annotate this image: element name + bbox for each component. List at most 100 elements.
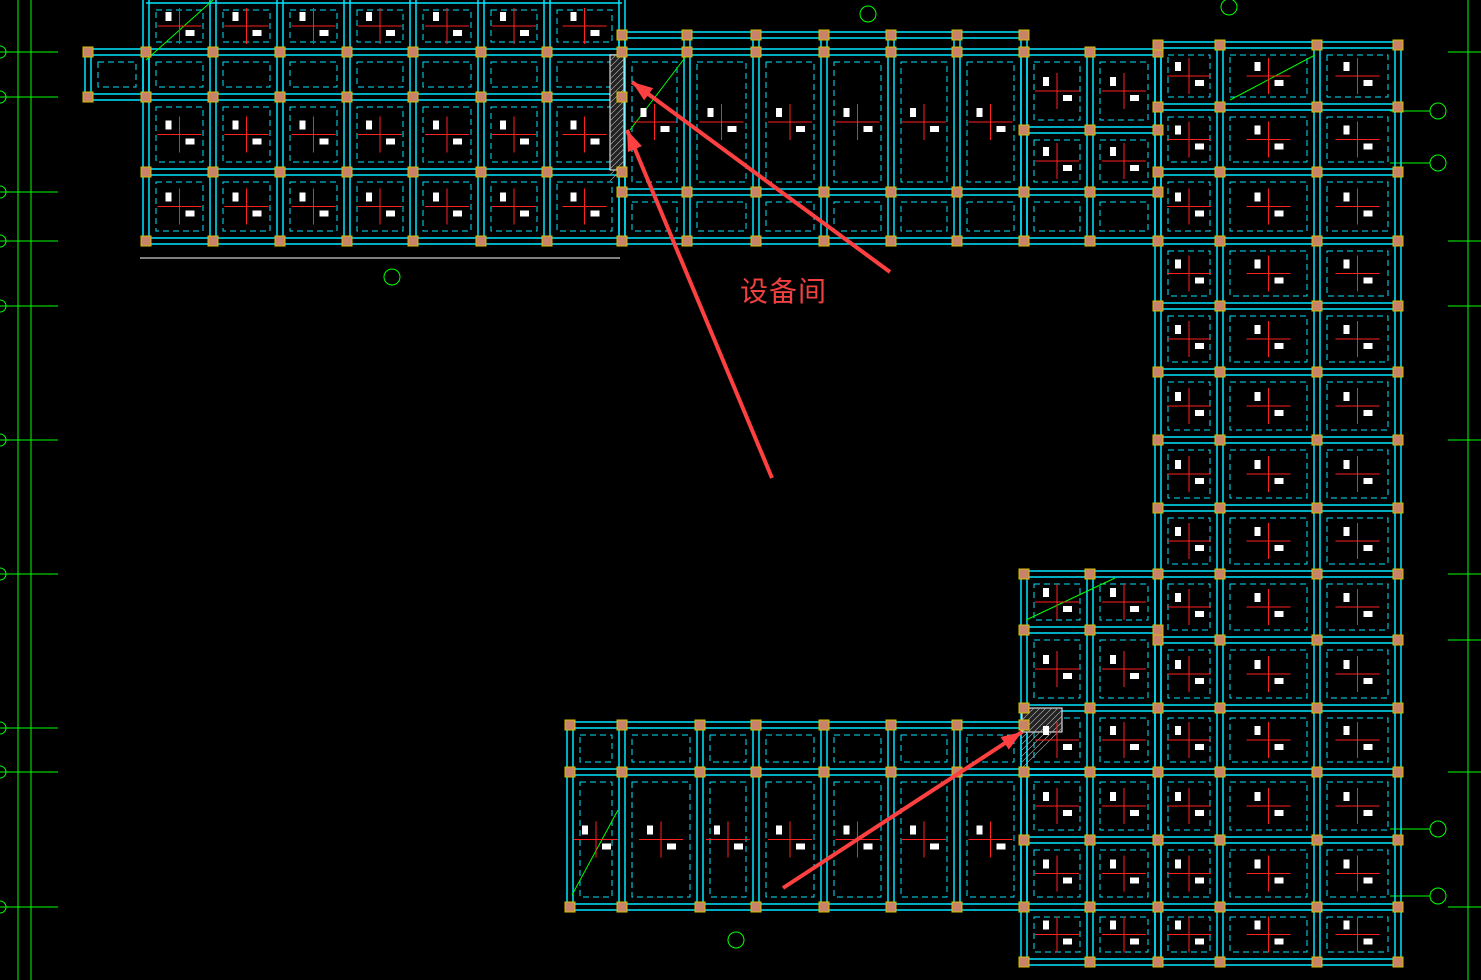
- rebar-text: [843, 825, 850, 835]
- rebar-text: [319, 210, 329, 217]
- column-marker-icon: [1018, 568, 1030, 580]
- secondary-beam: [966, 201, 1015, 232]
- stair-line: [1229, 54, 1316, 101]
- rebar-text: [1343, 259, 1350, 269]
- column-marker-icon: [1392, 502, 1404, 514]
- secondary-beam: [422, 61, 472, 88]
- column-marker-icon: [1392, 568, 1404, 580]
- secondary-beam: [966, 734, 1015, 763]
- secondary-beam: [222, 181, 271, 232]
- column-marker-icon: [1084, 834, 1096, 846]
- axis-bubble-icon: [1220, 0, 1238, 16]
- hatch: [609, 70, 625, 86]
- column-marker-icon: [1152, 124, 1164, 136]
- rebar-text: [1175, 660, 1181, 669]
- column-marker-icon: [1152, 166, 1164, 178]
- column-marker-icon: [341, 46, 353, 58]
- rebar-text: [1343, 460, 1350, 469]
- column-marker-icon: [1152, 956, 1164, 968]
- column-marker-icon: [951, 186, 963, 198]
- rebar-text: [1274, 938, 1284, 945]
- column-marker-icon: [1214, 101, 1226, 113]
- column-marker-icon: [1311, 834, 1323, 846]
- column-marker-icon: [1392, 766, 1404, 778]
- column-marker-icon: [274, 91, 286, 103]
- rebar-text: [366, 192, 372, 202]
- rebar-text: [1343, 192, 1350, 202]
- annotation-arrows: [625, 80, 1024, 890]
- rebar-text: [1274, 143, 1284, 150]
- rebar-text: [299, 12, 306, 21]
- axis-bubble-icon: [727, 931, 745, 949]
- rebar-text: [1274, 611, 1284, 617]
- rebar-text: [453, 138, 462, 145]
- rebar-text: [1363, 80, 1373, 86]
- rebar-text: [433, 192, 439, 202]
- hatch: [609, 106, 625, 122]
- column-marker-icon: [564, 766, 576, 778]
- secondary-beam: [155, 181, 204, 232]
- rebar-text: [500, 12, 506, 21]
- rebar-text: [1254, 392, 1261, 401]
- column-marker-icon: [207, 235, 219, 247]
- rebar-text: [1254, 192, 1261, 202]
- hatch: [609, 136, 625, 152]
- column-marker-icon: [885, 766, 897, 778]
- secondary-beam: [1033, 781, 1081, 831]
- rebar-text: [386, 30, 395, 36]
- column-marker-icon: [140, 91, 152, 103]
- column-marker-icon: [1152, 101, 1164, 113]
- column-marker-icon: [885, 46, 897, 58]
- secondary-beam: [900, 734, 948, 763]
- secondary-beam: [1229, 449, 1308, 499]
- secondary-beam: [765, 201, 815, 232]
- column-layer: [82, 29, 1404, 968]
- rebar-text: [1195, 938, 1204, 945]
- column-marker-icon: [407, 166, 419, 178]
- rebar-text: [582, 825, 588, 835]
- rebar-layer: [157, 8, 1380, 953]
- rebar-text: [1195, 678, 1204, 684]
- axis-bubble-icon: [0, 45, 7, 59]
- rebar-text: [1043, 792, 1049, 801]
- rebar-text: [1274, 343, 1284, 349]
- secondary-beam: [833, 201, 882, 232]
- rebar-text: [1063, 810, 1072, 816]
- column-marker-icon: [274, 46, 286, 58]
- rebar-text: [1195, 80, 1204, 86]
- column-marker-icon: [341, 91, 353, 103]
- rebar-text: [590, 30, 600, 36]
- rebar-text: [1195, 210, 1204, 217]
- rebar-text: [366, 12, 372, 21]
- rebar-text: [1175, 859, 1181, 869]
- hatch: [1021, 707, 1053, 739]
- rebar-text: [1110, 77, 1116, 86]
- rebar-text: [1363, 277, 1373, 284]
- secondary-beam: [631, 201, 678, 232]
- column-marker-icon: [1018, 29, 1030, 41]
- column-marker-icon: [541, 46, 553, 58]
- axis-bubble-icon: [1429, 154, 1447, 172]
- column-marker-icon: [140, 46, 152, 58]
- column-marker-icon: [274, 235, 286, 247]
- rebar-text: [1363, 744, 1373, 750]
- column-marker-icon: [818, 901, 830, 913]
- hatch: [1021, 727, 1063, 769]
- column-marker-icon: [1152, 568, 1164, 580]
- column-marker-icon: [750, 766, 762, 778]
- rebar-text: [1254, 325, 1261, 334]
- column-marker-icon: [1214, 366, 1226, 378]
- hatch: [1021, 709, 1063, 751]
- rebar-text: [1110, 920, 1116, 930]
- column-marker-icon: [951, 46, 963, 58]
- column-marker-icon: [140, 235, 152, 247]
- rebar-text: [910, 108, 916, 117]
- column-marker-icon: [541, 235, 553, 247]
- column-marker-icon: [1311, 101, 1323, 113]
- rebar-text: [1343, 859, 1350, 869]
- rebar-text: [1130, 810, 1139, 816]
- rebar-text: [714, 825, 720, 835]
- column-marker-icon: [1214, 834, 1226, 846]
- column-marker-icon: [681, 46, 693, 58]
